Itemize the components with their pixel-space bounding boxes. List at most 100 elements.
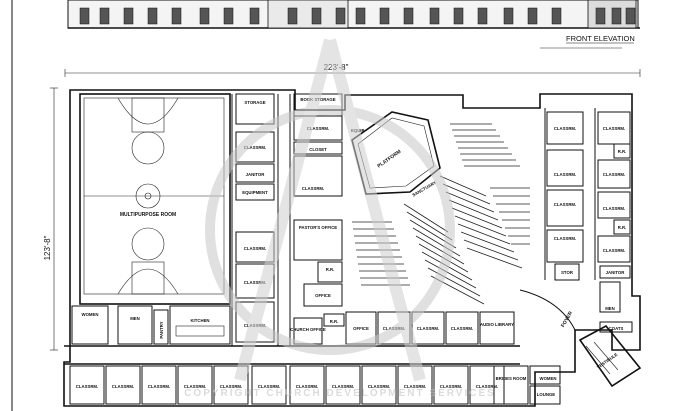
elevation-window — [429, 7, 440, 25]
classroom-label: CLASSRM. — [76, 384, 98, 389]
basketball-court: MULTIPURPOSE ROOM — [83, 97, 225, 295]
front-elevation: FRONT ELEVATION — [67, 0, 640, 44]
classroom-label: CLASSRM. — [258, 384, 280, 389]
classroom-label: CLASSRM. — [404, 384, 426, 389]
coats-label: COATS — [609, 326, 624, 331]
bottom-classroom — [213, 365, 249, 405]
brides-room — [493, 365, 529, 405]
classroom-label: CLASSRM. — [112, 384, 134, 389]
classroom-label: CLASSRM. — [554, 236, 576, 241]
audio-library-label: AUDIO LIBRARY — [480, 322, 514, 327]
bottom-classroom — [69, 365, 105, 405]
elevation-window — [171, 7, 182, 25]
sanctuary-pews — [352, 123, 530, 305]
office-label: OFFICE — [353, 326, 369, 331]
classroom-label: CLASSRM. — [302, 186, 324, 191]
elevation-window — [223, 7, 234, 25]
classroom-label: CLASSRM. — [603, 172, 625, 177]
classroom-label: CLASSRM. — [451, 326, 473, 331]
janitor-label: JANITOR — [606, 270, 626, 275]
elevation-window — [453, 7, 464, 25]
classroom-label: CLASSRM. — [184, 384, 206, 389]
bottom-classroom — [361, 365, 397, 405]
pew-row — [448, 199, 499, 221]
pew-row — [454, 215, 507, 237]
elevation-window — [611, 7, 622, 25]
bottom-classroom — [289, 365, 325, 405]
elevation-window — [249, 7, 260, 25]
classroom-label: CLASSRM. — [307, 126, 329, 131]
women-room — [529, 365, 561, 385]
sanctuary: PLATFORM SANCTUARY — [351, 111, 530, 305]
pantry-label: PANTRY — [159, 321, 164, 338]
elevation-window — [199, 7, 210, 25]
bottom-classroom — [469, 365, 505, 405]
elevation-window — [79, 7, 90, 25]
closet-label: CLOSET — [309, 147, 327, 152]
equipment-label: EQUIPMENT — [242, 190, 268, 195]
lounge-label: LOUNGE — [537, 392, 556, 397]
elevation-window — [403, 7, 414, 25]
elevation-window — [287, 7, 298, 25]
classroom-label: CLASSRM. — [220, 384, 242, 389]
janitor-label: JANITOR — [246, 172, 266, 177]
elevation-window — [625, 7, 636, 25]
pew-row — [466, 247, 523, 269]
watermark: COPYRIGHT CHURCH DEVELOPMENT SERVICES — [184, 38, 496, 399]
bottom-classroom-row: BRIDES ROOM WOMEN LOUNGE CLASSRM. CLASSRM… — [69, 365, 561, 405]
elevation-window — [379, 7, 390, 25]
office-label: OFFICE — [315, 293, 331, 298]
elevation-window — [147, 7, 158, 25]
bottom-classroom — [177, 365, 213, 405]
bottom-classroom — [325, 365, 361, 405]
kitchen-label: KITCHEN — [190, 318, 209, 323]
elevation-window — [551, 7, 562, 25]
classroom-label: CLASSRM. — [554, 202, 576, 207]
classroom-label: CLASSRM. — [603, 126, 625, 131]
pew-row — [460, 231, 515, 253]
platform-label: PLATFORM — [376, 149, 402, 170]
restroom-label: R.R. — [326, 267, 335, 272]
bottom-service-rooms: WOMEN MEN PANTRY KITCHEN — [71, 305, 231, 345]
women-short-label: WOMEN — [540, 376, 557, 381]
classroom-label: CLASSRM. — [148, 384, 170, 389]
elevation-window — [99, 7, 110, 25]
pastors-office-label: PASTOR'S OFFICE — [299, 225, 337, 230]
pew-row — [424, 259, 477, 289]
classroom-label: CLASSRM. — [440, 384, 462, 389]
classroom-label: CLASSRM. — [296, 384, 318, 389]
classroom-label: CLASSRM. — [603, 206, 625, 211]
classroom-label: CLASSRM. — [603, 248, 625, 253]
pew-row — [451, 207, 503, 229]
pew-row — [442, 183, 491, 205]
classroom-label: CLASSRM. — [244, 246, 266, 251]
pew-row — [403, 203, 449, 233]
church-office-label: CHURCH OFFICE — [290, 327, 326, 332]
storage-short-label: STOR — [561, 270, 574, 275]
classroom-label: CLASSRM. — [332, 384, 354, 389]
men-label: MEN — [130, 316, 140, 321]
women-label: WOMEN — [82, 312, 99, 317]
depth-dimension: 123'-8" — [43, 235, 52, 260]
pew-row — [445, 191, 495, 213]
pew-row — [415, 235, 465, 265]
watermark-text: COPYRIGHT CHURCH DEVELOPMENT SERVICES — [184, 388, 496, 399]
lounge-room — [529, 385, 561, 405]
classroom-label: CLASSRM. — [554, 126, 576, 131]
elevation-windows — [79, 7, 636, 25]
classroom-label: CLASSRM. — [244, 280, 266, 285]
bottom-classroom — [251, 365, 287, 405]
elevation-window — [123, 7, 134, 25]
pew-row — [406, 211, 453, 241]
elevation-window — [355, 7, 366, 25]
elevation-window — [311, 7, 322, 25]
pew-row — [463, 239, 519, 261]
classroom-label: CLASSRM. — [244, 145, 266, 150]
brides-room-label: BRIDES ROOM — [496, 376, 527, 381]
multipurpose-room-label: MULTIPURPOSE ROOM — [120, 212, 176, 218]
pew-row — [457, 223, 511, 245]
classroom-label: CLASSRM. — [417, 326, 439, 331]
storage-label: STORAGE — [244, 100, 265, 105]
pew-row — [427, 267, 481, 297]
